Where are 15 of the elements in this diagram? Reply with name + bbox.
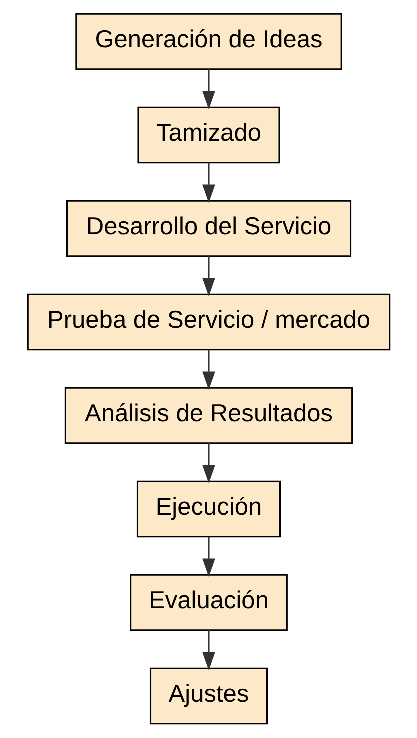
- arrow: [202, 69, 215, 110]
- node-box: Ajustes: [149, 668, 268, 725]
- node-box: Desarrollo del Servicio: [66, 200, 352, 258]
- arrow: [202, 630, 215, 671]
- node-box: Prueba de Servicio / mercado: [26, 294, 390, 351]
- node-box: Análisis de Resultados: [64, 387, 353, 444]
- node-box: Generación de Ideas: [75, 13, 342, 70]
- node-box: Evaluación: [130, 574, 288, 632]
- arrow: [202, 162, 215, 204]
- node-box: Tamizado: [137, 106, 280, 164]
- arrow: [202, 536, 215, 578]
- node-box: Ejecución: [136, 480, 281, 538]
- arrow: [202, 256, 215, 297]
- arrow: [202, 350, 215, 390]
- arrow: [202, 443, 215, 484]
